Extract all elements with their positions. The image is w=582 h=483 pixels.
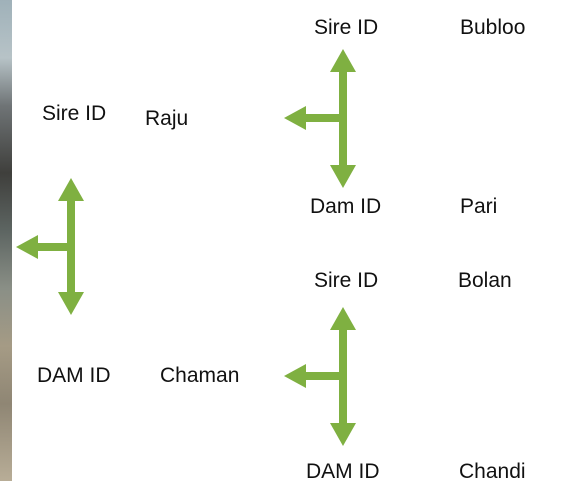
sire-parents-connector	[284, 49, 356, 188]
arrow-down-icon	[330, 423, 356, 446]
animal-sire-name: Raju	[145, 107, 189, 130]
dam-sire-name: Bolan	[458, 269, 512, 292]
sire-dam-name: Pari	[460, 195, 498, 218]
sire-sire-name: Bubloo	[460, 16, 526, 39]
arrow-left-icon	[284, 106, 306, 130]
sire-dam-label: Dam ID	[310, 195, 382, 218]
arrow-up-icon	[58, 178, 84, 201]
background-photo-edge	[0, 0, 12, 481]
dam-sire-label: Sire ID	[314, 269, 379, 292]
arrow-left-icon	[16, 235, 38, 259]
dam-dam-label: DAM ID	[306, 460, 380, 483]
arrow-up-icon	[330, 307, 356, 330]
animal-parents-connector	[16, 178, 84, 315]
sire-sire-label: Sire ID	[314, 16, 379, 39]
animal-sire-label: Sire ID	[42, 102, 107, 125]
arrow-down-icon	[58, 292, 84, 315]
connector-branch	[300, 372, 347, 380]
animal-dam-name: Chaman	[160, 364, 240, 387]
dam-parents-connector	[284, 307, 356, 446]
arrow-up-icon	[330, 49, 356, 72]
connector-branch	[300, 114, 347, 122]
animal-dam-label: DAM ID	[37, 364, 111, 387]
connector-branch	[34, 243, 75, 251]
arrow-left-icon	[284, 364, 306, 388]
dam-dam-name: Chandi	[459, 460, 526, 483]
arrow-down-icon	[330, 165, 356, 188]
